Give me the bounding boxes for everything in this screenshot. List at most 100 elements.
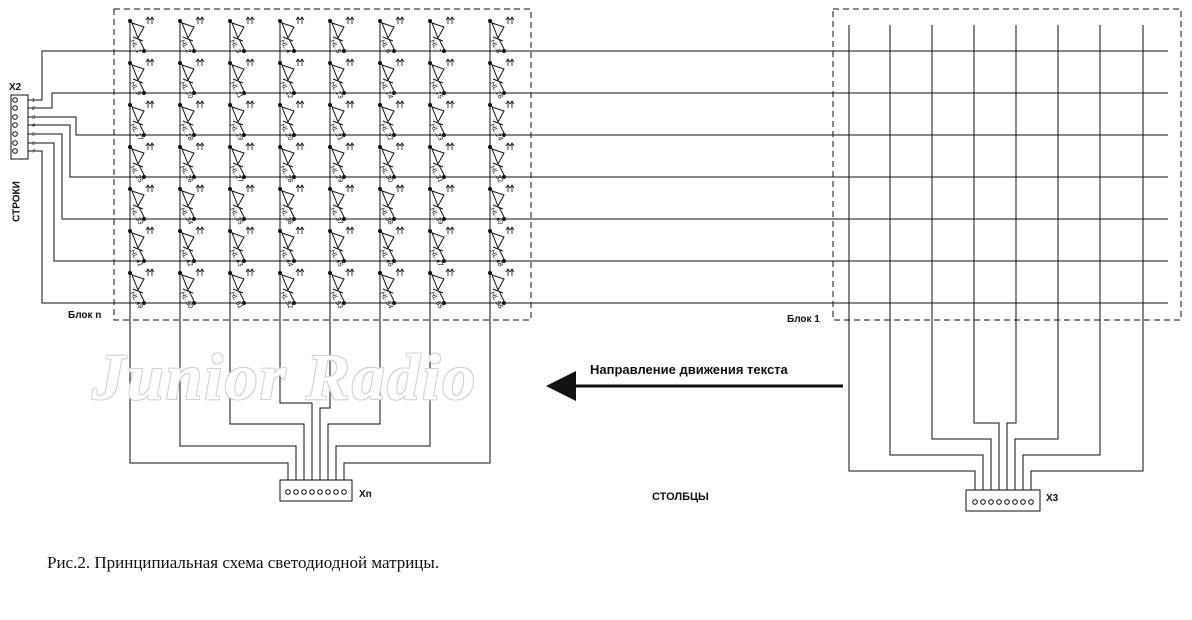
led-emission-icon bbox=[509, 100, 515, 108]
led-triangle bbox=[491, 106, 505, 124]
junction-dot bbox=[242, 301, 246, 305]
led-emission-icon bbox=[249, 226, 255, 234]
led-lead bbox=[288, 164, 295, 176]
led-bar bbox=[492, 36, 504, 42]
led-label: HL.19 bbox=[228, 123, 243, 143]
led-emission-icon bbox=[445, 142, 451, 150]
connector-x3-pin bbox=[1004, 499, 1010, 505]
column-line-block-1 bbox=[931, 25, 992, 490]
led-emission-icon bbox=[195, 142, 201, 150]
led-label: HL.44 bbox=[278, 249, 293, 269]
led-label: HL.34 bbox=[178, 207, 193, 227]
led-emission-icon bbox=[505, 100, 511, 108]
led-bar bbox=[282, 78, 294, 84]
led-label: HL.53 bbox=[328, 291, 343, 311]
led-lead bbox=[188, 164, 195, 176]
led-triangle bbox=[491, 148, 505, 166]
led-lead bbox=[338, 206, 345, 218]
junction-dot bbox=[502, 259, 506, 263]
led-label: HL.55 bbox=[428, 291, 443, 311]
led-label: HL.30 bbox=[378, 165, 393, 185]
junction-dot bbox=[278, 145, 282, 149]
led-lead bbox=[438, 206, 445, 218]
led-bar bbox=[132, 204, 144, 210]
led-emission-icon bbox=[509, 226, 515, 234]
led-emission-icon bbox=[445, 58, 451, 66]
led-triangle bbox=[131, 64, 145, 82]
junction-dot bbox=[488, 61, 492, 65]
led-emission-icon bbox=[345, 142, 351, 150]
led-label: HL.21 bbox=[328, 123, 343, 143]
junction-dot bbox=[142, 91, 146, 95]
led-bar bbox=[232, 204, 244, 210]
led: HL.34 bbox=[178, 184, 205, 227]
led-emission-icon bbox=[299, 226, 305, 234]
led-lead bbox=[238, 38, 245, 50]
led: HL.56 bbox=[488, 268, 515, 310]
led-bar bbox=[432, 288, 444, 294]
led-emission-icon bbox=[349, 226, 355, 234]
led-emission-icon bbox=[449, 184, 455, 192]
junction-dot bbox=[178, 103, 182, 107]
led-bar bbox=[382, 204, 394, 210]
junction-dot bbox=[192, 217, 196, 221]
led-emission-icon bbox=[445, 184, 451, 192]
led-emission-icon bbox=[509, 16, 515, 24]
led-bar bbox=[132, 36, 144, 42]
led-label: HL.14 bbox=[378, 81, 393, 101]
led-emission-icon bbox=[505, 226, 511, 234]
led-bar bbox=[432, 204, 444, 210]
led-lead bbox=[188, 248, 195, 260]
led-emission-icon bbox=[445, 100, 451, 108]
led-label: HL.15 bbox=[428, 81, 443, 101]
led-triangle bbox=[181, 274, 195, 292]
junction-dot bbox=[342, 175, 346, 179]
led-lead bbox=[288, 206, 295, 218]
column-line-block-1 bbox=[848, 25, 976, 490]
junction-dot bbox=[392, 49, 396, 53]
led-emission-icon bbox=[445, 268, 451, 276]
led-emission-icon bbox=[149, 16, 155, 24]
led: HL.41 bbox=[128, 226, 155, 268]
led-emission-icon bbox=[505, 58, 511, 66]
led-label: HL.27 bbox=[228, 165, 244, 186]
junction-dot bbox=[192, 301, 196, 305]
junction-dot bbox=[278, 229, 282, 233]
led-triangle bbox=[331, 106, 345, 124]
junction-dot bbox=[488, 145, 492, 149]
led-triangle bbox=[431, 274, 445, 292]
led-label: HL.48 bbox=[488, 249, 503, 269]
led-lead bbox=[338, 290, 345, 302]
junction-dot bbox=[128, 103, 132, 107]
led: HL.37 bbox=[328, 184, 355, 227]
junction-dot bbox=[378, 103, 382, 107]
led-bar bbox=[132, 120, 144, 126]
column-line-block-n bbox=[229, 20, 305, 480]
junction-dot bbox=[428, 271, 432, 275]
junction-dot bbox=[242, 133, 246, 137]
led-bar bbox=[282, 288, 294, 294]
junction-dot bbox=[178, 19, 182, 23]
led-emission-icon bbox=[349, 184, 355, 192]
led-triangle bbox=[181, 22, 195, 40]
led-emission-icon bbox=[345, 58, 351, 66]
led-bar bbox=[332, 78, 344, 84]
junction-dot bbox=[488, 187, 492, 191]
row-route-6 bbox=[28, 142, 130, 262]
led-emission-icon bbox=[349, 58, 355, 66]
led-emission-icon bbox=[295, 100, 301, 108]
junction-dot bbox=[242, 49, 246, 53]
column-line-block-n bbox=[327, 20, 381, 480]
junction-dot bbox=[242, 217, 246, 221]
junction-dot bbox=[488, 19, 492, 23]
led: HL.54 bbox=[378, 268, 405, 310]
led-emission-icon bbox=[449, 268, 455, 276]
led-bar bbox=[182, 204, 194, 210]
led-emission-icon bbox=[195, 268, 201, 276]
led-lead bbox=[438, 38, 445, 50]
junction-dot bbox=[328, 187, 332, 191]
led-emission-icon bbox=[149, 142, 155, 150]
led: HL.45 bbox=[328, 226, 355, 268]
led-triangle bbox=[381, 64, 395, 82]
junction-dot bbox=[128, 187, 132, 191]
